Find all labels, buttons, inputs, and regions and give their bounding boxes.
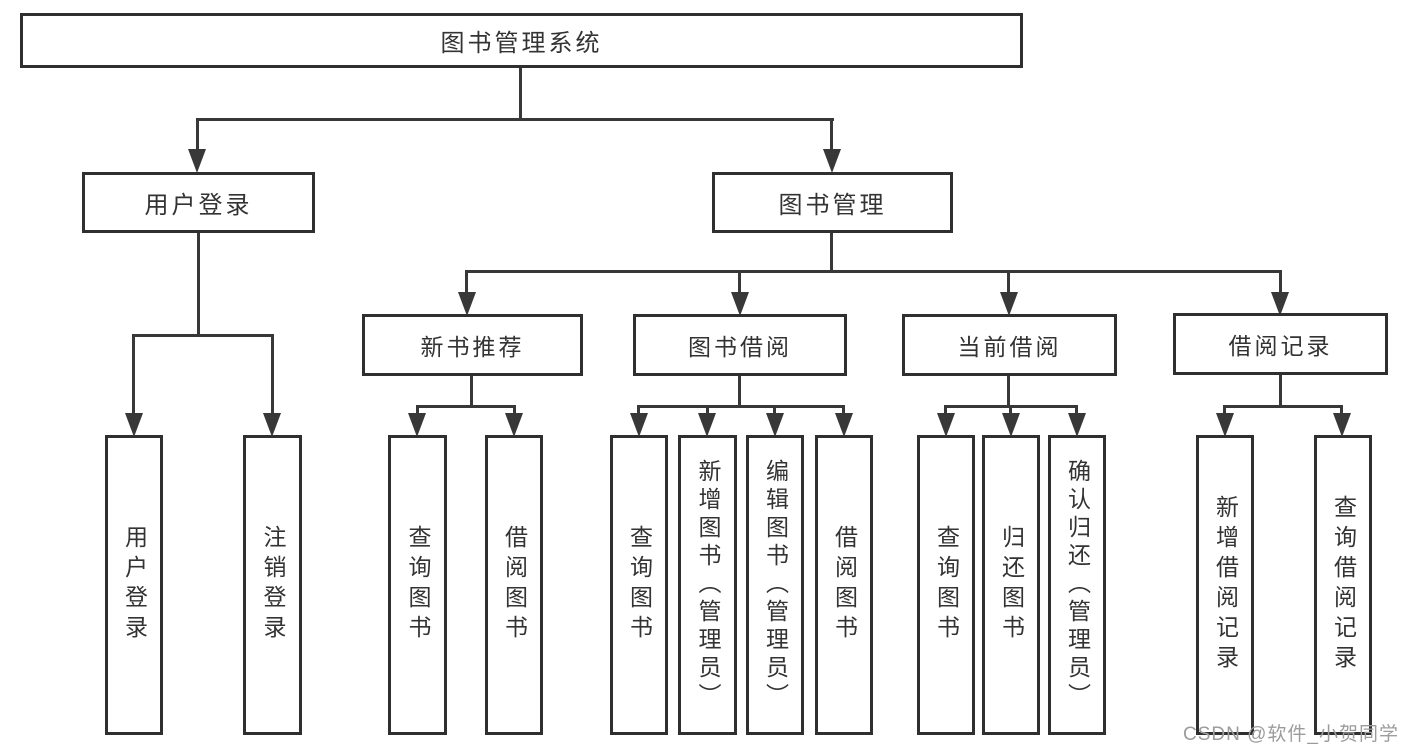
arrowhead-cb-confirm bbox=[1068, 413, 1086, 437]
connector-drop-cb-return bbox=[1009, 405, 1012, 416]
connector-drop-new-book bbox=[465, 270, 468, 296]
connector-drop-bb-edit bbox=[773, 405, 776, 416]
connector-drop-leaf-logout bbox=[271, 334, 274, 416]
leaf-borrow-books-borrow: 借阅图书 bbox=[815, 435, 873, 735]
leaf-confirm-return-admin: 确认归还（管理员） bbox=[1048, 435, 1106, 735]
arrowhead-bb-borrow bbox=[835, 413, 853, 437]
csdn-watermark: CSDN @软件_小贺同学 bbox=[1183, 724, 1399, 745]
arrowhead-cb-query bbox=[937, 413, 955, 437]
connector-borrow-record-stem bbox=[1279, 375, 1282, 408]
connector-drop-borrow-record bbox=[1279, 270, 1282, 296]
connector-drop-bb-borrow bbox=[842, 405, 845, 416]
arrowhead-leaf-logout bbox=[263, 413, 281, 437]
leaf-add-books-admin: 新增图书（管理员） bbox=[678, 435, 737, 735]
connector-drop-br-query bbox=[1340, 405, 1343, 416]
arrowhead-user-login bbox=[188, 149, 206, 173]
leaf-edit-books-admin: 编辑图书（管理员） bbox=[746, 435, 804, 735]
connector-drop-bb-add bbox=[706, 405, 709, 416]
connector-level3-rail bbox=[465, 270, 1282, 273]
leaf-user-login: 用户登录 bbox=[105, 435, 163, 735]
arrowhead-leaf-login bbox=[125, 413, 143, 437]
connector-book-borrow-rail bbox=[637, 405, 845, 408]
arrowhead-new-book bbox=[458, 292, 476, 316]
arrowhead-borrow-record bbox=[1271, 292, 1289, 316]
node-current-borrow: 当前借阅 bbox=[902, 314, 1117, 376]
arrowhead-bb-edit bbox=[766, 413, 784, 437]
connector-drop-book-borrow bbox=[738, 270, 741, 296]
connector-drop-cb-confirm bbox=[1075, 405, 1078, 416]
arrowhead-br-add bbox=[1216, 413, 1234, 437]
connector-level2-rail bbox=[196, 118, 834, 121]
connector-drop-nb-borrow bbox=[513, 405, 516, 416]
connector-user-login-rail bbox=[132, 334, 274, 337]
connector-new-book-stem bbox=[470, 376, 473, 408]
leaf-logout-login: 注销登录 bbox=[243, 435, 302, 735]
connector-drop-user-login bbox=[196, 118, 199, 154]
connector-drop-nb-query bbox=[416, 405, 419, 416]
arrowhead-bb-query bbox=[630, 413, 648, 437]
leaf-query-books-borrow: 查询图书 bbox=[610, 435, 668, 735]
arrowhead-cb-return bbox=[1002, 413, 1020, 437]
connector-drop-bb-query bbox=[637, 405, 640, 416]
connector-drop-leaf-login bbox=[132, 334, 135, 416]
node-root: 图书管理系统 bbox=[20, 13, 1023, 68]
connector-root-stem bbox=[519, 68, 522, 120]
leaf-add-borrow-record: 新增借阅记录 bbox=[1196, 435, 1254, 735]
arrowhead-nb-query bbox=[408, 413, 426, 437]
node-book-management: 图书管理 bbox=[712, 172, 953, 233]
connector-drop-cb-query bbox=[944, 405, 947, 416]
leaf-query-books-newbook: 查询图书 bbox=[388, 435, 447, 735]
leaf-query-books-current: 查询图书 bbox=[917, 435, 975, 735]
node-user-login: 用户登录 bbox=[82, 172, 315, 233]
arrowhead-book-management bbox=[823, 149, 841, 173]
connector-user-login-stem bbox=[197, 232, 200, 336]
arrowhead-bb-add bbox=[698, 413, 716, 437]
connector-current-borrow-stem bbox=[1007, 376, 1010, 408]
arrowhead-current-borrow bbox=[1000, 292, 1018, 316]
connector-book-borrow-stem bbox=[738, 376, 741, 408]
node-borrow-records: 借阅记录 bbox=[1173, 313, 1388, 375]
arrowhead-nb-borrow bbox=[505, 413, 523, 437]
node-book-borrow: 图书借阅 bbox=[633, 314, 847, 376]
connector-book-management-stem bbox=[830, 233, 833, 273]
connector-borrow-record-rail bbox=[1223, 405, 1343, 408]
leaf-borrow-books-newbook: 借阅图书 bbox=[485, 435, 543, 735]
connector-drop-br-add bbox=[1223, 405, 1226, 416]
connector-drop-current-borrow bbox=[1007, 270, 1010, 296]
arrowhead-br-query bbox=[1333, 413, 1351, 437]
connector-drop-book-management bbox=[830, 118, 833, 154]
connector-new-book-rail bbox=[416, 405, 516, 408]
node-new-book-recommend: 新书推荐 bbox=[362, 314, 583, 376]
leaf-return-books: 归还图书 bbox=[982, 435, 1040, 735]
arrowhead-book-borrow bbox=[731, 292, 749, 316]
leaf-query-borrow-record: 查询借阅记录 bbox=[1314, 435, 1372, 735]
